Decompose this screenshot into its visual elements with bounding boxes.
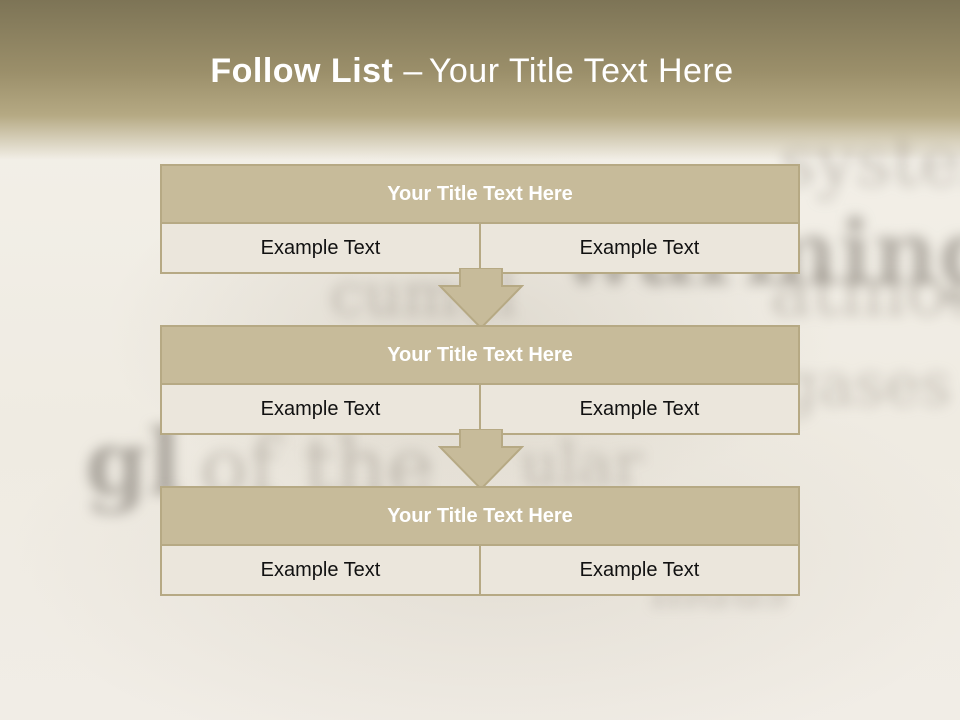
- step-row: Example Text Example Text: [162, 385, 798, 433]
- step-cell-right: Example Text: [479, 385, 798, 433]
- bg-word: atmosp: [770, 250, 960, 332]
- step-cell-right: Example Text: [479, 546, 798, 594]
- step-row: Example Text Example Text: [162, 546, 798, 594]
- title-bold: Follow List: [210, 52, 394, 90]
- step-cell-right: Example Text: [479, 224, 798, 272]
- title-rest: Your Title Text Here: [428, 52, 734, 90]
- step-title: Your Title Text Here: [162, 166, 798, 224]
- slide-title: Follow List–Your Title Text Here: [0, 52, 944, 91]
- step-row: Example Text Example Text: [162, 224, 798, 272]
- bg-word: gases: [780, 350, 952, 420]
- title-separator: –: [403, 52, 423, 90]
- header-band: [0, 0, 960, 160]
- step-box-3: Your Title Text Here Example Text Exampl…: [160, 486, 800, 596]
- step-cell-left: Example Text: [260, 237, 381, 259]
- down-arrow-icon: [438, 268, 524, 330]
- step-title: Your Title Text Here: [162, 488, 798, 546]
- step-box-1: Your Title Text Here Example Text Exampl…: [160, 164, 800, 274]
- step-cell-left: Example Text: [260, 398, 381, 420]
- down-arrow-icon: [438, 429, 524, 491]
- step-cell-left: Example Text: [260, 559, 381, 581]
- step-title: Your Title Text Here: [162, 327, 798, 385]
- step-box-2: Your Title Text Here Example Text Exampl…: [160, 325, 800, 435]
